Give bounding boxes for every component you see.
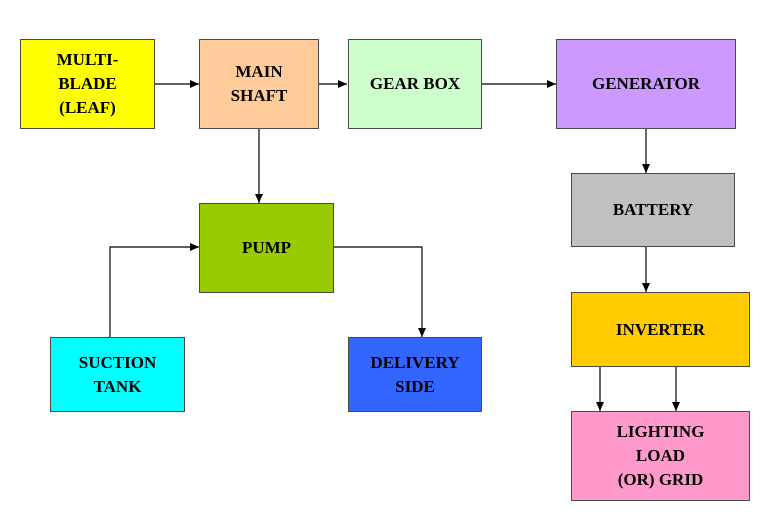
pump-label: PUMP (241, 238, 292, 257)
suction-tank-label: SUCTION TANK (78, 352, 157, 396)
delivery-side-label: DELIVERY SIDE (370, 352, 460, 396)
generator-label: GENERATOR (591, 74, 700, 93)
generator-block: GENERATOR (556, 39, 736, 129)
battery-label: BATTERY (612, 200, 694, 219)
inverter-label: INVERTER (615, 319, 706, 339)
gearbox-label: GEAR BOX (369, 74, 461, 93)
arrow-pump-to-delivery (334, 246, 426, 337)
multiblade-label: MULTI- BLADE (LEAF) (56, 50, 119, 117)
suction-tank-block: SUCTION TANK (50, 337, 185, 412)
arrow-suction-to-pump (109, 243, 199, 337)
inverter-block: INVERTER (571, 292, 750, 367)
lighting-load-label: LIGHTING LOAD (OR) GRID (616, 422, 705, 489)
delivery-side-block: DELIVERY SIDE (348, 337, 482, 412)
battery-block: BATTERY (571, 173, 735, 247)
gearbox-block: GEAR BOX (348, 39, 482, 129)
multiblade-block: MULTI- BLADE (LEAF) (20, 39, 155, 129)
lighting-load-block: LIGHTING LOAD (OR) GRID (571, 411, 750, 501)
pump-block: PUMP (199, 203, 334, 293)
mainshaft-label: MAIN SHAFT (230, 62, 288, 105)
mainshaft-block: MAIN SHAFT (199, 39, 319, 129)
